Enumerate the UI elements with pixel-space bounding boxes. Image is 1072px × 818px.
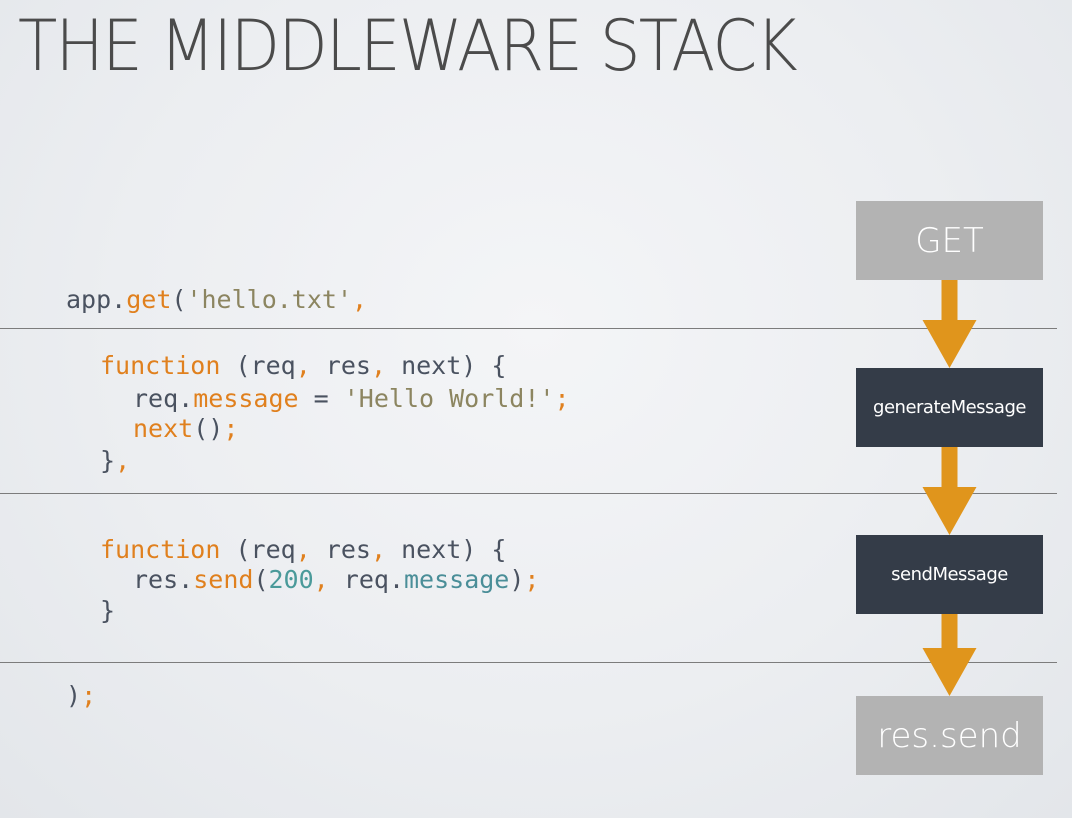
code-token: get bbox=[126, 285, 172, 314]
flow-node-res-send: res.send bbox=[856, 696, 1043, 775]
code-token: ; bbox=[223, 414, 239, 443]
code-token: , bbox=[295, 351, 311, 380]
flow-node-get: GET bbox=[856, 201, 1043, 280]
code-token: . bbox=[388, 565, 404, 594]
code-token: ) bbox=[509, 565, 525, 594]
code-token: ) { bbox=[461, 535, 507, 564]
flow-arrow-head-1 bbox=[922, 320, 977, 368]
code-line-fn2-close: } bbox=[100, 596, 115, 626]
code-line-fn1-signature: function (req, res, next) { bbox=[100, 351, 506, 381]
code-token: res bbox=[133, 565, 179, 594]
code-token: = bbox=[298, 384, 344, 413]
code-token: message bbox=[193, 384, 299, 413]
code-token: res bbox=[310, 351, 371, 380]
code-token: ) { bbox=[461, 351, 507, 380]
code-token: , bbox=[370, 535, 387, 564]
code-token: ; bbox=[81, 681, 97, 710]
code-line-fn1-next: next(); bbox=[133, 414, 238, 444]
code-token: 200 bbox=[268, 565, 314, 594]
flow-arrow-head-2 bbox=[922, 487, 977, 535]
code-token: } bbox=[100, 446, 116, 475]
code-token: req bbox=[328, 565, 389, 594]
code-token: next bbox=[133, 414, 194, 443]
section-divider bbox=[0, 328, 1057, 329]
code-block: app.get('hello.txt', function (req, res,… bbox=[0, 285, 1057, 711]
code-token: 'hello.txt' bbox=[186, 285, 353, 314]
code-token: ) bbox=[66, 681, 82, 710]
flow-arrow-head-3 bbox=[922, 648, 977, 696]
code-token: send bbox=[193, 565, 254, 594]
flow-arrow-shaft-2 bbox=[941, 447, 958, 488]
code-token: ( bbox=[220, 535, 251, 564]
code-token: ; bbox=[524, 565, 540, 594]
code-line-fn2-send: res.send(200, req.message); bbox=[133, 565, 539, 595]
flow-node-send-message: sendMessage bbox=[856, 535, 1043, 614]
code-token: next bbox=[386, 535, 462, 564]
code-token: ; bbox=[554, 384, 570, 413]
code-token: req bbox=[250, 351, 296, 380]
code-line-fn1-close: }, bbox=[100, 446, 130, 476]
code-token: res bbox=[310, 535, 371, 564]
code-token: ( bbox=[253, 565, 269, 594]
code-token: req bbox=[250, 535, 296, 564]
code-token: ( bbox=[220, 351, 251, 380]
code-token: 'Hello World!' bbox=[343, 384, 555, 413]
code-token: req bbox=[133, 384, 179, 413]
section-divider bbox=[0, 493, 1057, 494]
code-token: , bbox=[313, 565, 329, 594]
code-token: . bbox=[178, 384, 194, 413]
code-line-close-call: ); bbox=[66, 681, 96, 711]
code-token: ( bbox=[171, 285, 187, 314]
section-divider bbox=[0, 662, 1057, 663]
code-token: , bbox=[370, 351, 387, 380]
code-token: . bbox=[111, 285, 127, 314]
code-line-fn2-signature: function (req, res, next) { bbox=[100, 535, 506, 565]
code-line-app-get: app.get('hello.txt', bbox=[66, 285, 367, 315]
code-token: function bbox=[100, 535, 221, 564]
code-token: } bbox=[100, 596, 116, 625]
code-line-fn1-assign: req.message = 'Hello World!'; bbox=[133, 384, 570, 414]
code-token: , bbox=[352, 285, 368, 314]
code-token: . bbox=[178, 565, 194, 594]
code-token: () bbox=[193, 414, 224, 443]
code-token: next bbox=[386, 351, 462, 380]
flow-arrow-shaft-1 bbox=[941, 280, 958, 321]
code-token: app bbox=[66, 285, 112, 314]
code-token: message bbox=[404, 565, 510, 594]
flow-node-generate-message: generateMessage bbox=[856, 368, 1043, 447]
code-token: function bbox=[100, 351, 221, 380]
code-token: , bbox=[295, 535, 311, 564]
flow-arrow-shaft-3 bbox=[941, 614, 958, 649]
slide-title: THE MIDDLEWARE STACK bbox=[18, 5, 798, 87]
code-token: , bbox=[115, 446, 131, 475]
